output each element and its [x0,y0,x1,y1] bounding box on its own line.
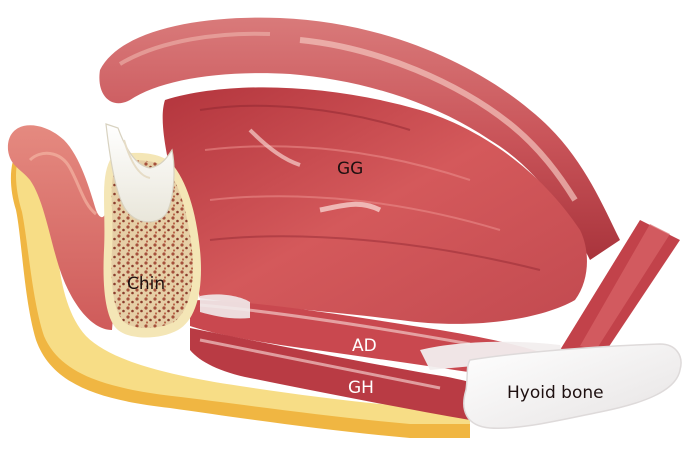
label-hyoid-bone: Hyoid bone [507,383,604,403]
label-gg: GG [337,159,363,179]
lip-and-floor [7,125,471,438]
tooth [105,123,175,223]
label-ad: AD [352,336,377,356]
hyoid-bone [463,343,682,430]
posterior-strap-muscle [560,220,680,360]
genioglossus-muscle [162,87,587,324]
label-chin: Chin [127,274,165,294]
tendons [200,294,565,370]
tongue-dorsum [99,17,620,260]
label-gh: GH [348,378,374,398]
